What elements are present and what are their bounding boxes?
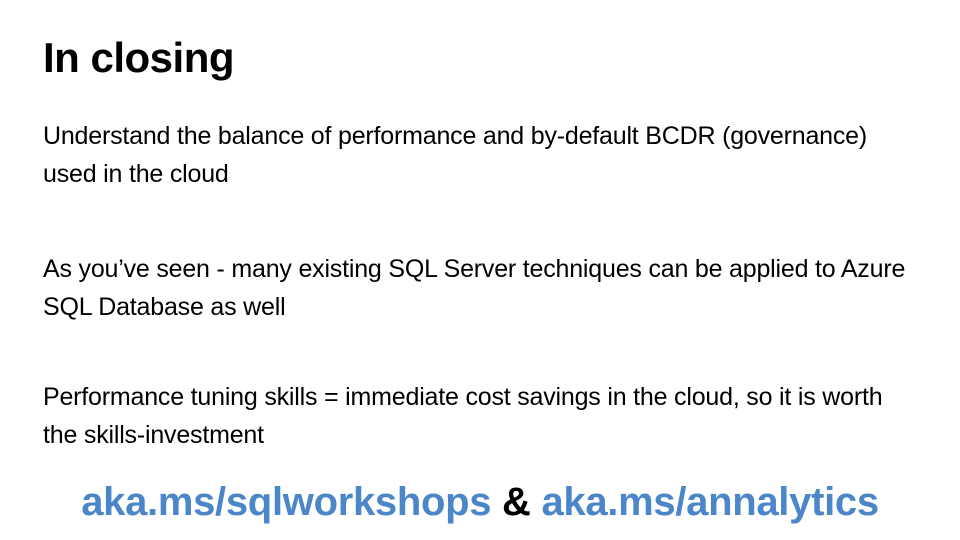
sqlworkshops-link[interactable]: aka.ms/sqlworkshops	[81, 480, 492, 524]
closing-point-3: Performance tuning skills = immediate co…	[43, 383, 883, 449]
footer-links: aka.ms/sqlworkshops & aka.ms/annalytics	[0, 472, 960, 532]
slide-title: In closing	[43, 34, 235, 81]
annalytics-link[interactable]: aka.ms/annalytics	[541, 480, 879, 524]
closing-point-1: Understand the balance of performance an…	[43, 122, 867, 188]
ampersand-separator: &	[502, 480, 531, 524]
closing-point-2: As you’ve seen - many existing SQL Serve…	[43, 255, 906, 321]
